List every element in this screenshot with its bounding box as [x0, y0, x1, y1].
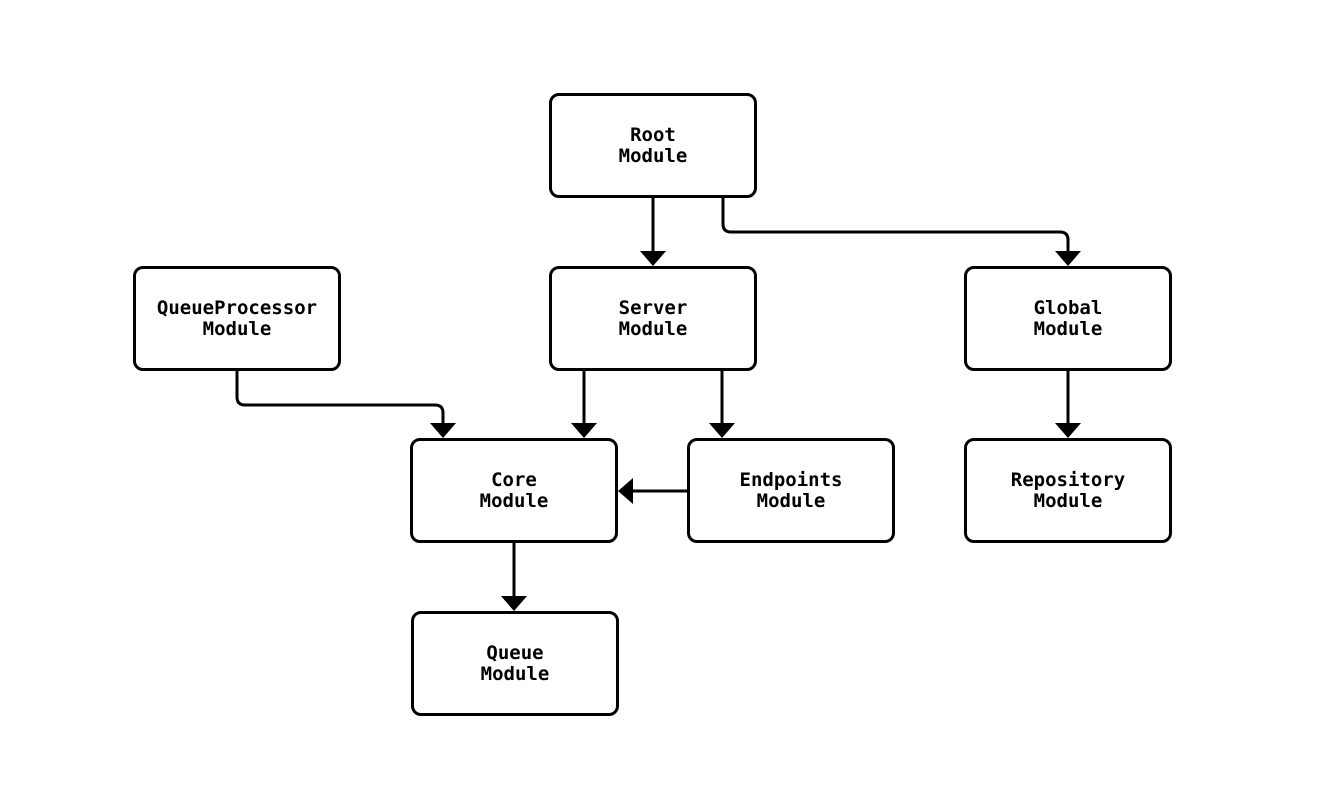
node-root-module-label: Root Module [618, 123, 688, 167]
edge-endpoints-to-core [618, 478, 687, 504]
edge-core-to-queue [501, 543, 527, 611]
edge-root-to-server [640, 198, 666, 266]
edge-server-to-endpoints [709, 371, 735, 438]
node-global-module-label: Global Module [1033, 296, 1103, 340]
node-root-module: Root Module [549, 93, 757, 198]
edge-server-to-core [571, 371, 597, 438]
node-queue-module: Queue Module [411, 611, 619, 716]
node-queueprocessor-module-label: QueueProcessor Module [156, 296, 318, 340]
node-core-module-label: Core Module [479, 468, 549, 512]
node-repository-module: Repository Module [964, 438, 1172, 543]
node-server-module: Server Module [549, 266, 757, 371]
node-repository-module-label: Repository Module [1010, 468, 1126, 512]
node-queue-module-label: Queue Module [480, 641, 550, 685]
edge-global-to-repository [1055, 371, 1081, 438]
node-global-module: Global Module [964, 266, 1172, 371]
node-queueprocessor-module: QueueProcessor Module [133, 266, 341, 371]
node-endpoints-module-label: Endpoints Module [739, 468, 843, 512]
node-core-module: Core Module [410, 438, 618, 543]
edge-queueprocessor-to-core [235, 371, 456, 438]
node-server-module-label: Server Module [618, 296, 688, 340]
edge-root-to-global [721, 198, 1081, 266]
node-endpoints-module: Endpoints Module [687, 438, 895, 543]
